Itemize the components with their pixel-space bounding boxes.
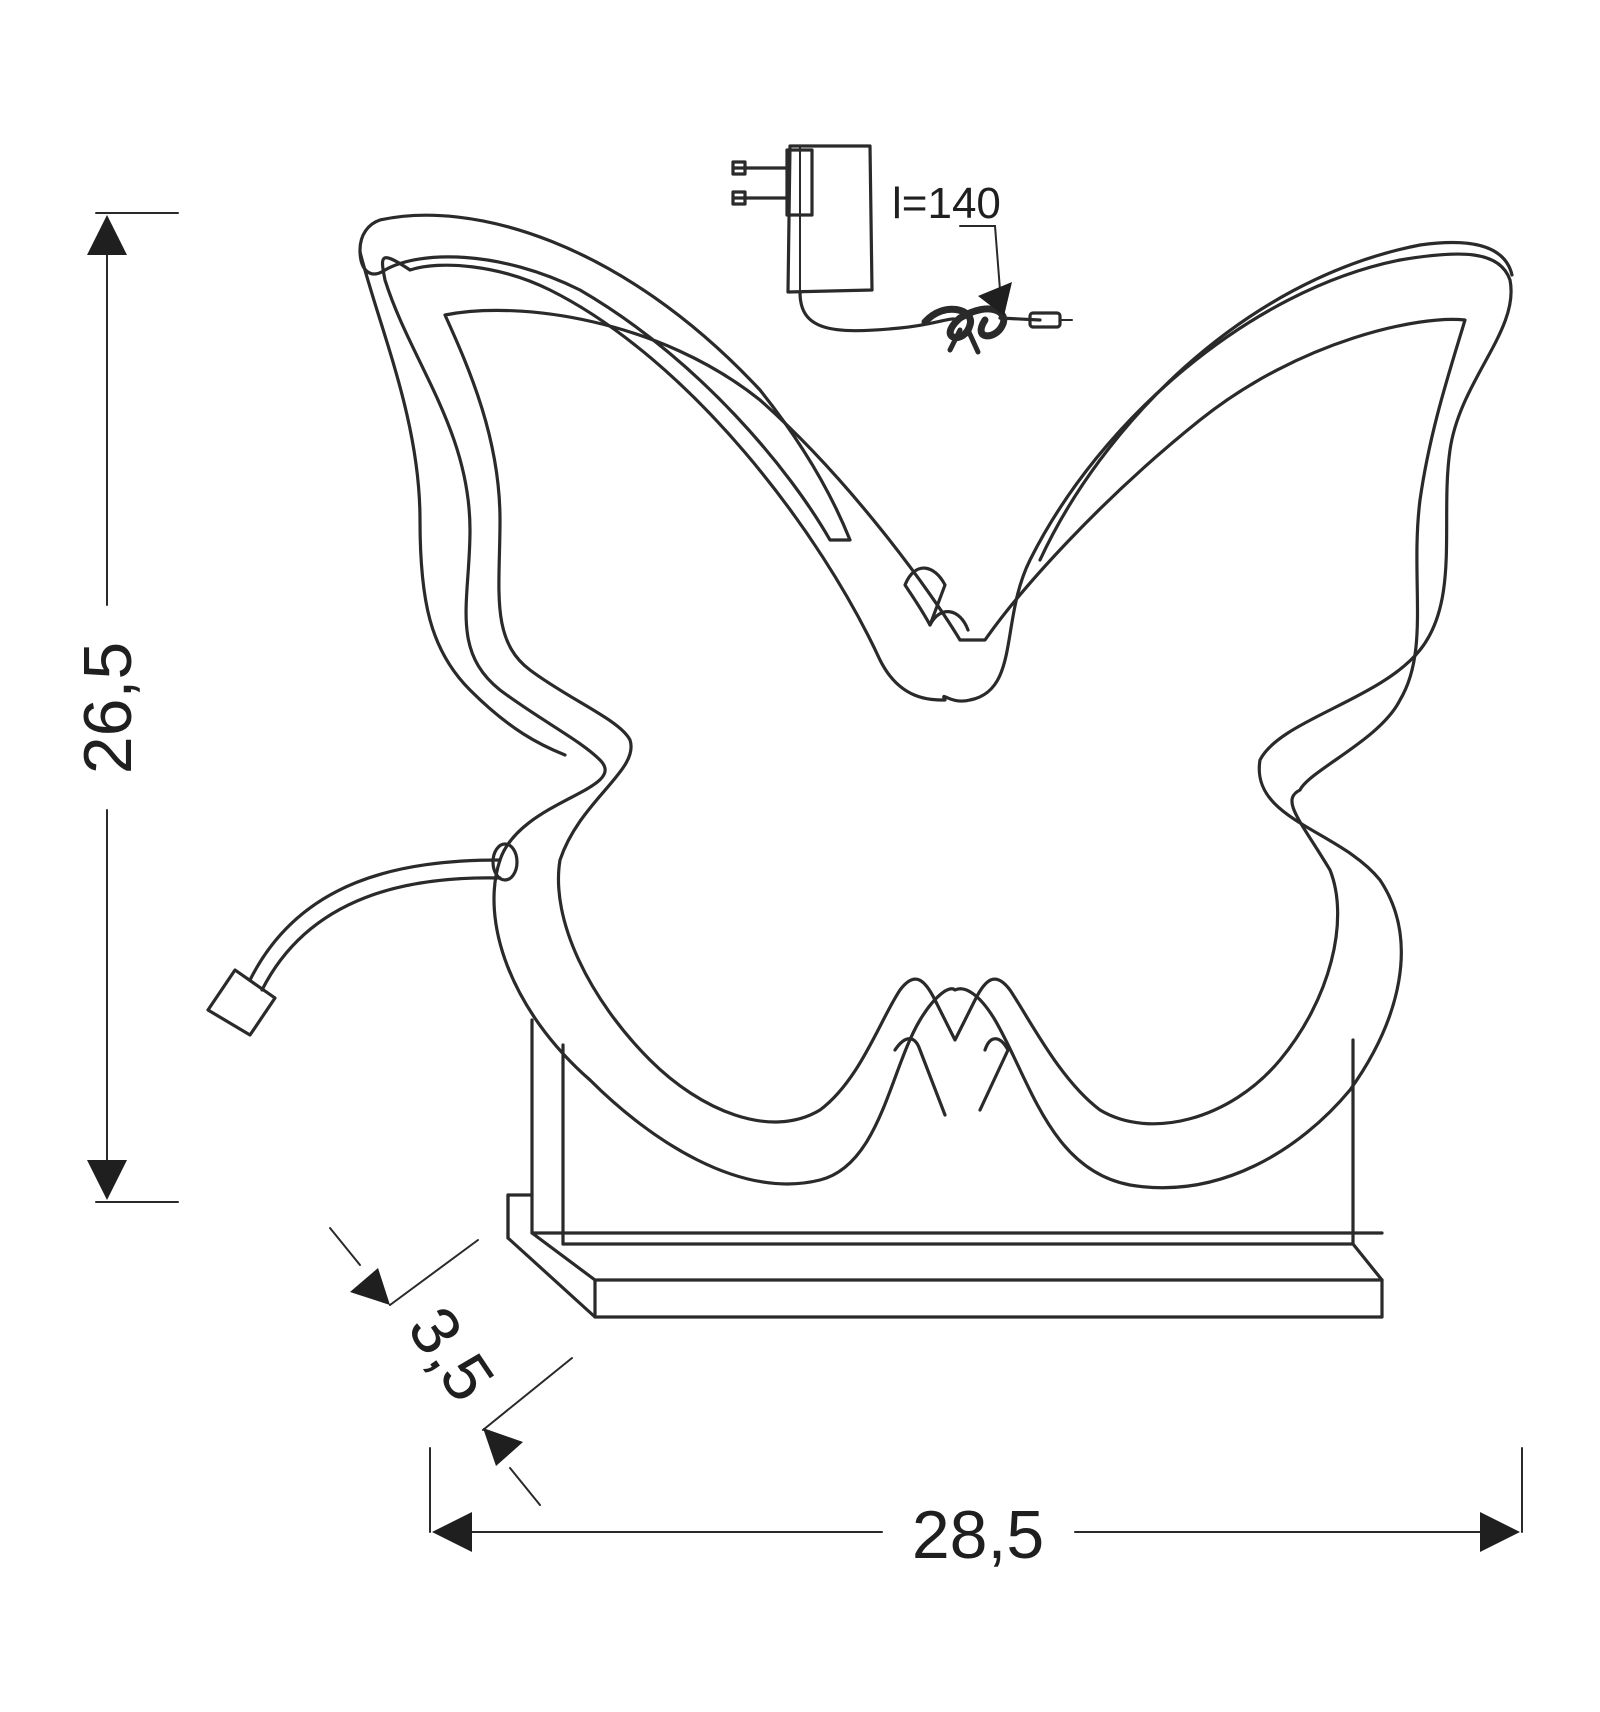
depth-label: 3,5 (393, 1294, 509, 1415)
height-dimension (87, 212, 179, 1203)
butterfly-lamp-icon (206, 213, 1514, 1319)
depth-arrow-upper (350, 1268, 390, 1305)
width-dimension (429, 1447, 1523, 1552)
width-arrow-left (432, 1512, 472, 1552)
height-label: 26,5 (70, 642, 146, 774)
depth-dimension (329, 1227, 573, 1506)
width-label: 28,5 (912, 1497, 1044, 1573)
cable-length-label: l=140 (892, 179, 1001, 228)
power-adapter-icon (731, 144, 1073, 355)
height-arrow-top (87, 215, 127, 255)
depth-arrow-lower (483, 1428, 523, 1466)
height-arrow-bottom (87, 1160, 127, 1200)
width-arrow-right (1480, 1512, 1520, 1552)
